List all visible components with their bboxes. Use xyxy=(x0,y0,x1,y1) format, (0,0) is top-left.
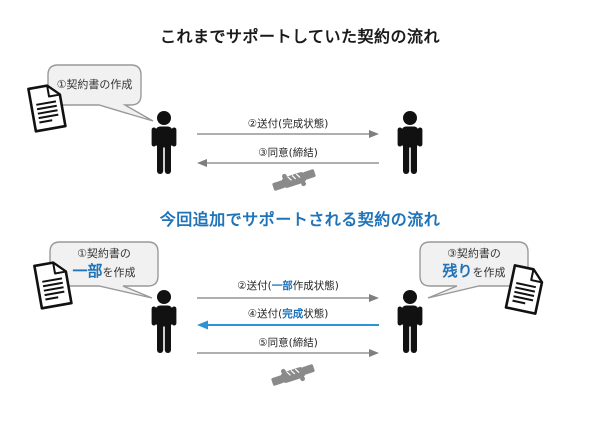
label-text: ②送付( xyxy=(237,280,272,292)
speech-bubble-create-part: ①契約書の 一部を作成 xyxy=(49,241,163,301)
arrow-label-send-completed: ④送付(完成状態) xyxy=(196,306,380,321)
bubble-suffix: を作成 xyxy=(472,266,506,279)
arrow-right xyxy=(197,294,379,302)
arrow-right xyxy=(197,349,379,357)
legacy-section-title: これまでサポートしていた契約の流れ xyxy=(159,27,441,46)
speech-bubble-shape xyxy=(49,241,159,299)
arrow-label-send-partial: ②送付(一部作成状態) xyxy=(196,278,380,293)
bubble-line1: ③契約書の xyxy=(447,247,501,260)
speech-bubble-shape xyxy=(419,241,529,299)
arrow-right xyxy=(197,130,379,138)
person-receiver-icon xyxy=(397,290,423,353)
label-text: ⑤同意(締結) xyxy=(258,337,318,349)
bubble-highlight: 一部 xyxy=(72,262,103,280)
person-sender-icon xyxy=(151,290,177,353)
label-text: ③同意(締結) xyxy=(258,147,318,159)
label-highlight: 完成 xyxy=(282,308,304,320)
arrow-label-agree: ⑤同意(締結) xyxy=(196,335,380,350)
new-section-title: 今回追加でサポートされる契約の流れ xyxy=(159,210,441,229)
speech-bubble-create-contract: ①契約書の作成 xyxy=(47,64,159,124)
handshake-icon xyxy=(268,359,318,391)
arrow-left-blue xyxy=(197,320,379,330)
bubble-highlight: 残り xyxy=(442,262,473,280)
label-text: ②送付(完成状態) xyxy=(247,118,329,130)
handshake-icon xyxy=(269,164,319,196)
arrow-label-send-completed: ②送付(完成状態) xyxy=(196,116,380,131)
speech-bubble-shape xyxy=(47,64,154,122)
arrow-left xyxy=(197,159,379,167)
arrow-label-agree: ③同意(締結) xyxy=(196,145,380,160)
legacy-flow-section: これまでサポートしていた契約の流れ ①契約書の作成 ②送付(完成状態) ③同意(… xyxy=(0,0,600,200)
label-text: ④送付( xyxy=(247,308,283,320)
label-text: 状態) xyxy=(303,308,329,320)
bubble-line1: ①契約書の xyxy=(77,247,131,260)
new-flow-section: 今回追加でサポートされる契約の流れ ①契約書の 一部を作成 ③契約書の 残りを作… xyxy=(0,200,600,421)
speech-bubble-create-rest: ③契約書の 残りを作成 xyxy=(419,241,533,301)
bubble-line2: 一部を作成 xyxy=(49,262,159,282)
bubble-suffix: を作成 xyxy=(102,266,136,279)
person-receiver-icon xyxy=(397,111,423,174)
person-sender-icon xyxy=(151,111,177,174)
label-text: 作成状態) xyxy=(292,280,339,292)
bubble-line2: 残りを作成 xyxy=(419,262,529,282)
label-highlight: 一部 xyxy=(271,280,293,292)
bubble-label: ①契約書の作成 xyxy=(56,78,133,91)
